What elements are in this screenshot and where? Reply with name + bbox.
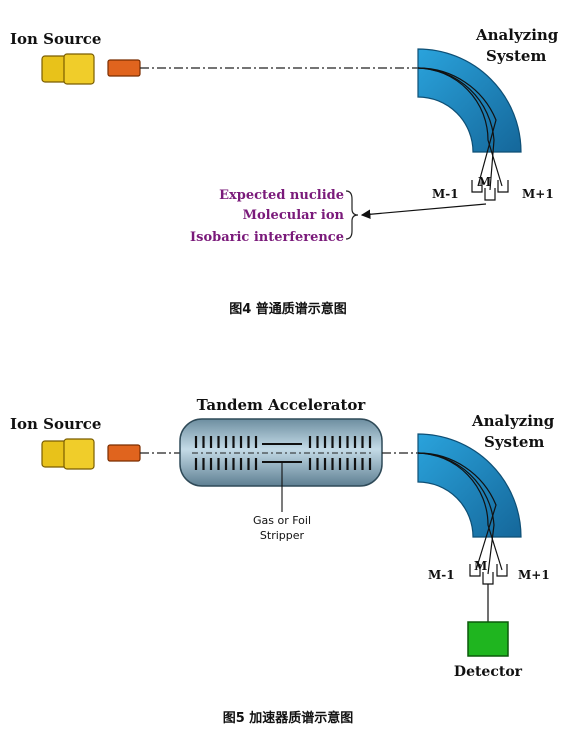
- fig5-ion-trajectories: [417, 452, 503, 575]
- fig4-ion-source: [41, 53, 95, 85]
- fig5-detector-label: Detector: [454, 664, 523, 680]
- fig4-note-brace: [345, 190, 359, 240]
- fig5-caption: 图5 加速器质谱示意图: [223, 710, 354, 726]
- fig4-analyzing-line1: Analyzing: [475, 26, 559, 44]
- fig5-stripper-line2: Stripper: [260, 529, 305, 542]
- fig5-accelerator-label: Tandem Accelerator: [197, 396, 367, 414]
- fig5-analyzing-line2: System: [484, 433, 544, 451]
- fig5-extractor: [107, 444, 141, 462]
- fig4-analyzing-line2: System: [486, 47, 546, 65]
- fig5-analyzing-magnet: [417, 433, 522, 538]
- fig5-m-minus-label: M-1: [428, 568, 455, 582]
- fig4-note-molecular: Molecular ion: [243, 208, 345, 223]
- fig5-m-plus-label: M+1: [518, 568, 550, 582]
- fig4-faraday-cups: [471, 180, 509, 201]
- fig4-note-expected: Expected nuclide: [219, 188, 344, 203]
- fig4-note-isobaric: Isobaric interference: [190, 230, 344, 245]
- fig5-accelerator-electrodes: [194, 436, 372, 470]
- fig4-analyzing-magnet: [417, 48, 522, 153]
- fig4-pointer-arrow: [360, 203, 487, 220]
- fig4-m-minus-label: M-1: [432, 187, 459, 201]
- fig5-ion-source-label: Ion Source: [10, 415, 101, 433]
- fig5-stripper-line1: Gas or Foil: [253, 514, 311, 527]
- fig4-ion-trajectories: [417, 67, 503, 191]
- fig5-detector: [467, 621, 509, 657]
- fig4-caption: 图4 普通质谱示意图: [229, 301, 347, 317]
- fig4-m-label: M: [478, 175, 491, 189]
- fig4-m-plus-label: M+1: [522, 187, 554, 201]
- figure-5: Ion Source Tandem Accelerator Gas or Foi…: [10, 396, 555, 726]
- fig5-analyzing-line1: Analyzing: [471, 412, 555, 430]
- fig4-ion-source-label: Ion Source: [10, 30, 101, 48]
- figure-4: Ion Source Analyzing System M-1 M M+1 Ex…: [10, 26, 559, 317]
- fig4-extractor: [107, 59, 141, 77]
- fig5-m-label: M: [474, 559, 487, 573]
- fig5-ion-source: [41, 438, 95, 470]
